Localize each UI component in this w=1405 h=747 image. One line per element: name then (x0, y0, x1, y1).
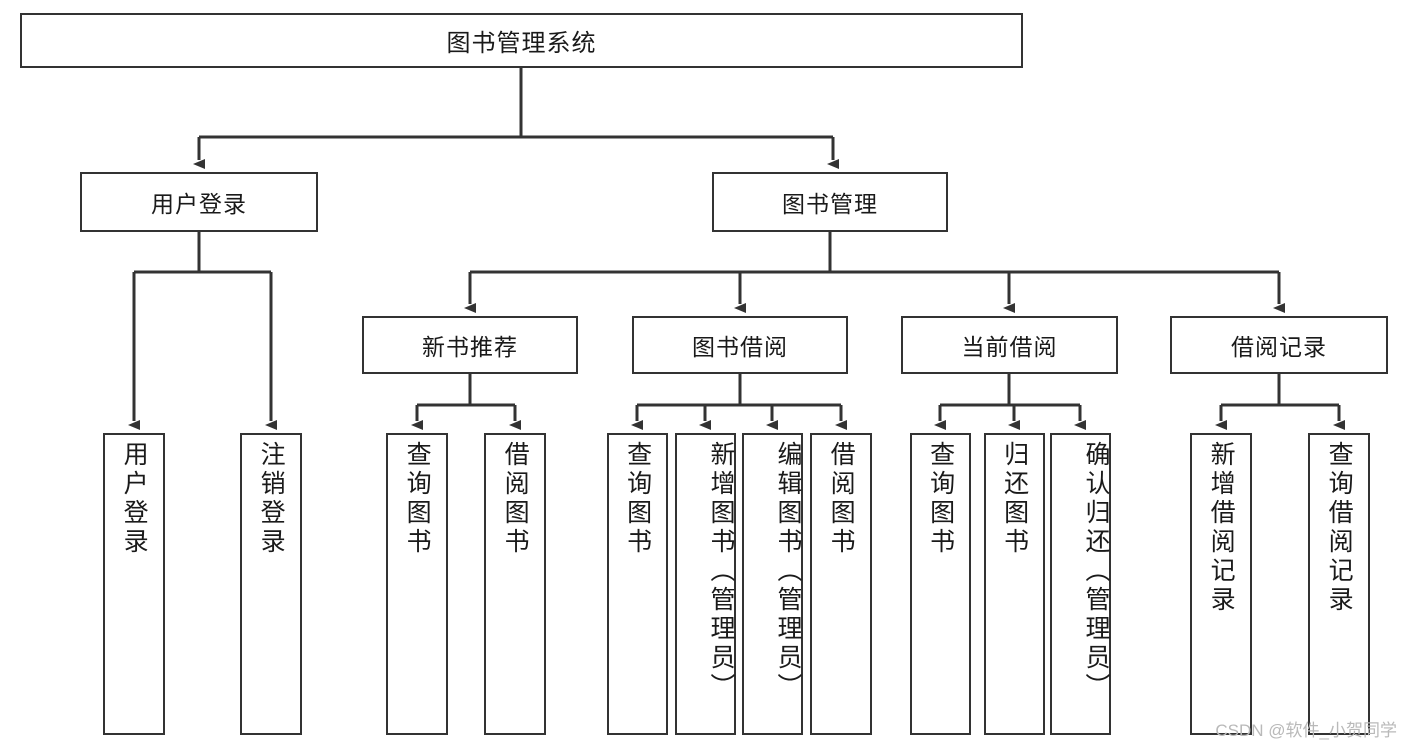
node-label: 查询图书 (623, 441, 652, 557)
node-label: 借阅图书 (827, 441, 856, 557)
node-label: 编辑图书（管理员） (774, 441, 802, 702)
node-leaf-query-book-recommend[interactable]: 查询图书 (386, 433, 448, 735)
node-leaf-add-book[interactable]: 新增图书（管理员） (675, 433, 736, 735)
node-leaf-query-borrow-record[interactable]: 查询借阅记录 (1308, 433, 1370, 735)
node-label: 当前借阅 (961, 334, 1058, 360)
node-label: 新增借阅记录 (1207, 441, 1236, 615)
node-leaf-edit-book[interactable]: 编辑图书（管理员） (742, 433, 803, 735)
node-label: 图书管理系统 (446, 30, 597, 57)
node-leaf-add-borrow-record[interactable]: 新增借阅记录 (1190, 433, 1252, 735)
node-label: 新书推荐 (422, 334, 518, 360)
node-borrow-record[interactable]: 借阅记录 (1170, 316, 1388, 374)
node-label: 借阅图书 (501, 441, 530, 557)
node-label: 图书管理 (782, 191, 878, 217)
node-label: 用户登录 (151, 191, 247, 217)
node-book-borrow[interactable]: 图书借阅 (632, 316, 848, 374)
node-leaf-user-login[interactable]: 用户登录 (103, 433, 165, 735)
node-label: 注销登录 (257, 441, 286, 557)
node-label: 借阅记录 (1231, 334, 1327, 360)
node-leaf-borrow-book[interactable]: 借阅图书 (810, 433, 872, 735)
node-leaf-confirm-return[interactable]: 确认归还（管理员） (1050, 433, 1111, 735)
node-book-manage[interactable]: 图书管理 (712, 172, 948, 232)
node-label: 用户登录 (120, 441, 149, 557)
node-leaf-return-book[interactable]: 归还图书 (984, 433, 1045, 735)
node-leaf-user-logout[interactable]: 注销登录 (240, 433, 302, 735)
node-current-borrow[interactable]: 当前借阅 (901, 316, 1118, 374)
node-leaf-query-book-borrow[interactable]: 查询图书 (607, 433, 668, 735)
node-leaf-borrow-book-recommend[interactable]: 借阅图书 (484, 433, 546, 735)
node-new-book-recommend[interactable]: 新书推荐 (362, 316, 578, 374)
watermark: CSDN @软件_小贺同学 (1215, 721, 1397, 740)
node-label: 图书借阅 (692, 334, 788, 360)
node-label: 归还图书 (1000, 441, 1029, 557)
node-system-root[interactable]: 图书管理系统 (20, 13, 1023, 68)
node-leaf-query-book-current[interactable]: 查询图书 (910, 433, 971, 735)
node-label: 查询图书 (926, 441, 955, 557)
node-label: 查询图书 (403, 441, 432, 557)
node-label: 新增图书（管理员） (707, 441, 735, 702)
node-user-login[interactable]: 用户登录 (80, 172, 318, 232)
node-label: 确认归还（管理员） (1082, 441, 1110, 702)
node-label: 查询借阅记录 (1325, 441, 1354, 615)
